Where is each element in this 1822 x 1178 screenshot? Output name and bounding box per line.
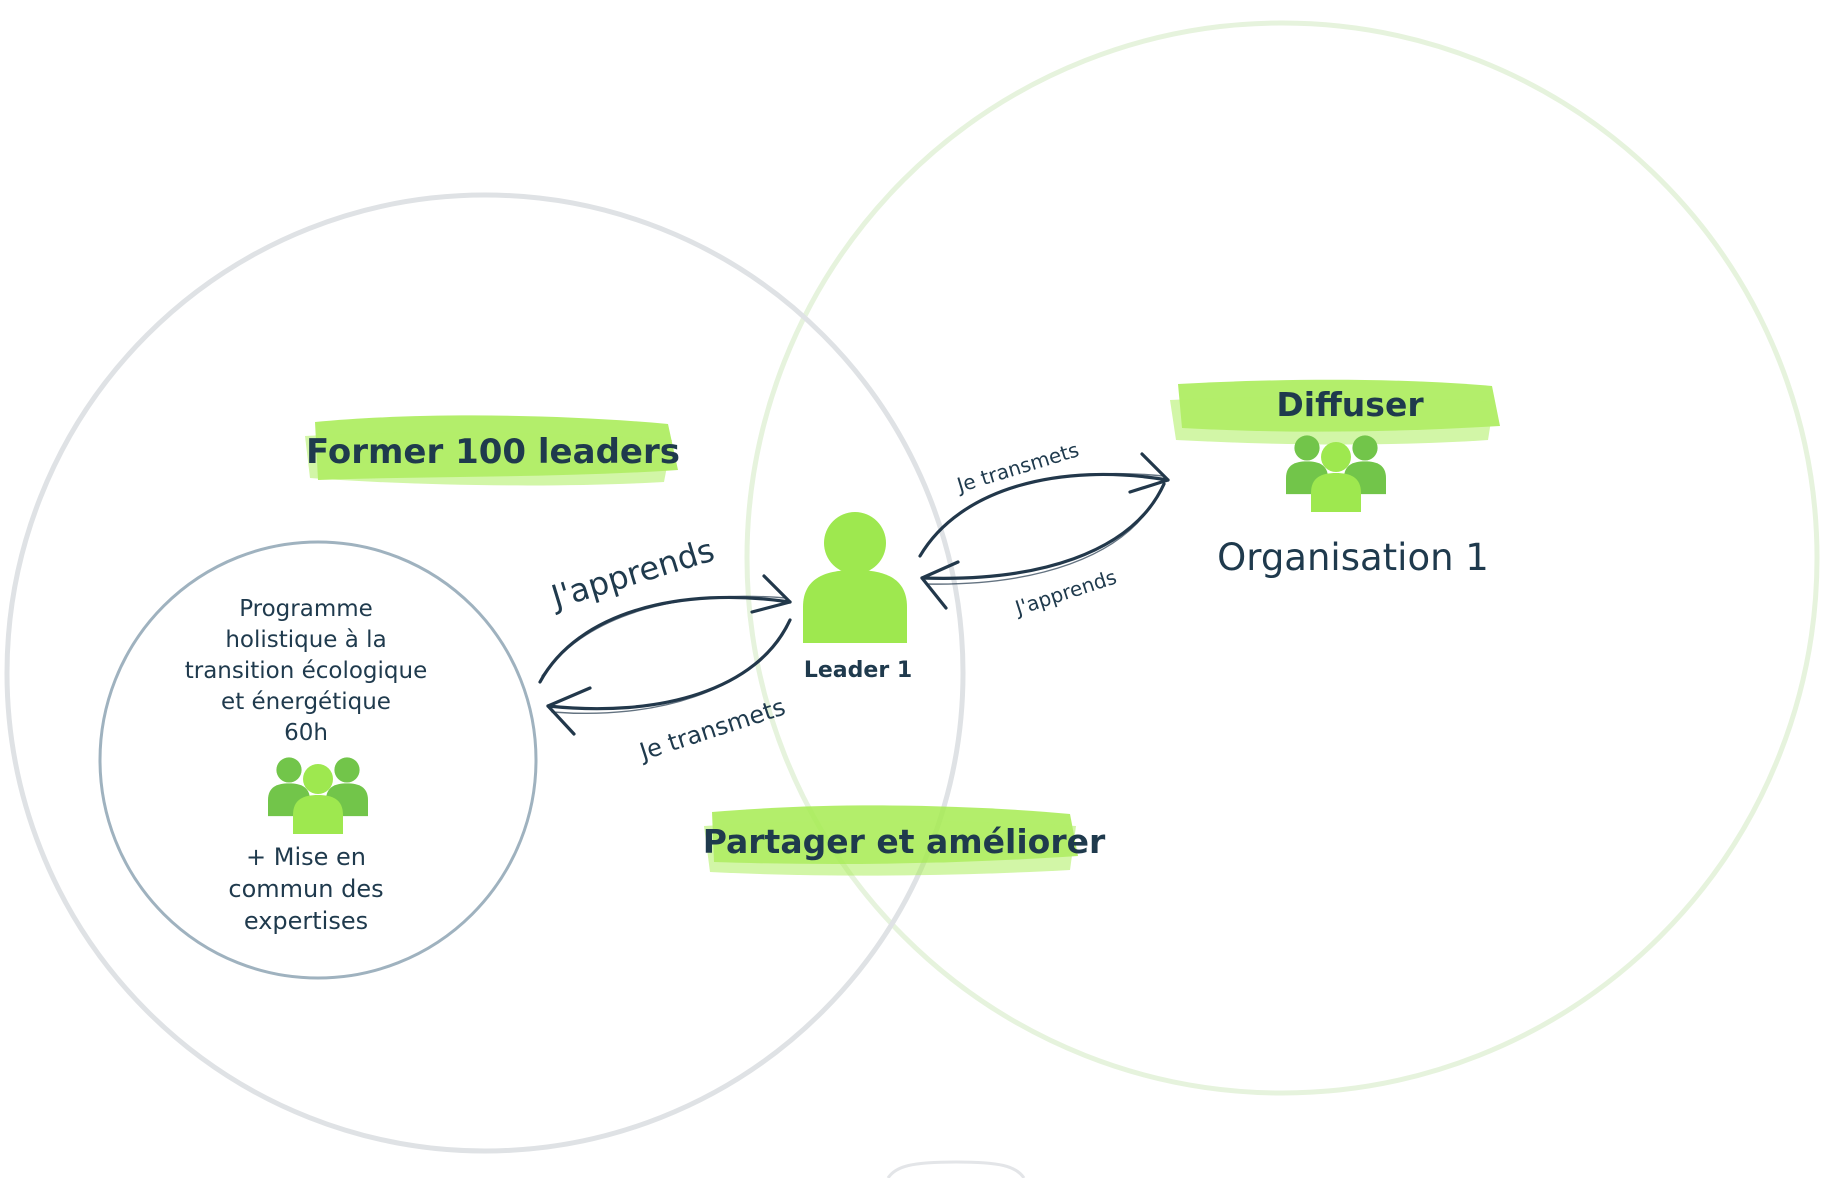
shared-expertise: + Mise en commun des expertises [228, 843, 383, 935]
program-line: 60h [284, 720, 328, 746]
label-japprends-right: J'apprends [1010, 565, 1119, 621]
program-description: Programme holistique à la transition éco… [185, 596, 428, 746]
person-icon [803, 512, 907, 643]
program-line: holistique à la [225, 627, 386, 653]
shared-line: commun des [228, 875, 383, 903]
organisation-label: Organisation 1 [1217, 536, 1489, 579]
leader-label: Leader 1 [804, 658, 912, 683]
highlight-diffuser [1170, 379, 1500, 445]
heading-former: Former 100 leaders [306, 432, 680, 472]
people-group-icon [1286, 435, 1386, 512]
program-circle [98, 540, 538, 980]
people-group-icon [268, 757, 368, 834]
right-sharing-arrows [918, 452, 1170, 610]
program-line: et énergétique [221, 689, 391, 715]
bottom-partial-shape [886, 1160, 1026, 1178]
shared-line: + Mise en [246, 843, 366, 871]
label-jetransmets-right: Je transmets [952, 437, 1081, 497]
program-line: Programme [239, 596, 373, 622]
left-circle [4, 192, 966, 1154]
right-circle [744, 20, 1820, 1096]
highlight-former [305, 415, 678, 486]
heading-diffuser: Diffuser [1276, 385, 1424, 424]
program-line: transition écologique [185, 658, 428, 684]
highlight-partager [704, 805, 1078, 876]
label-japprends-left: J'apprends [545, 531, 719, 617]
shared-line: expertises [244, 907, 368, 935]
heading-partager: Partager et améliorer [703, 822, 1106, 861]
left-learning-arrows [538, 574, 792, 736]
